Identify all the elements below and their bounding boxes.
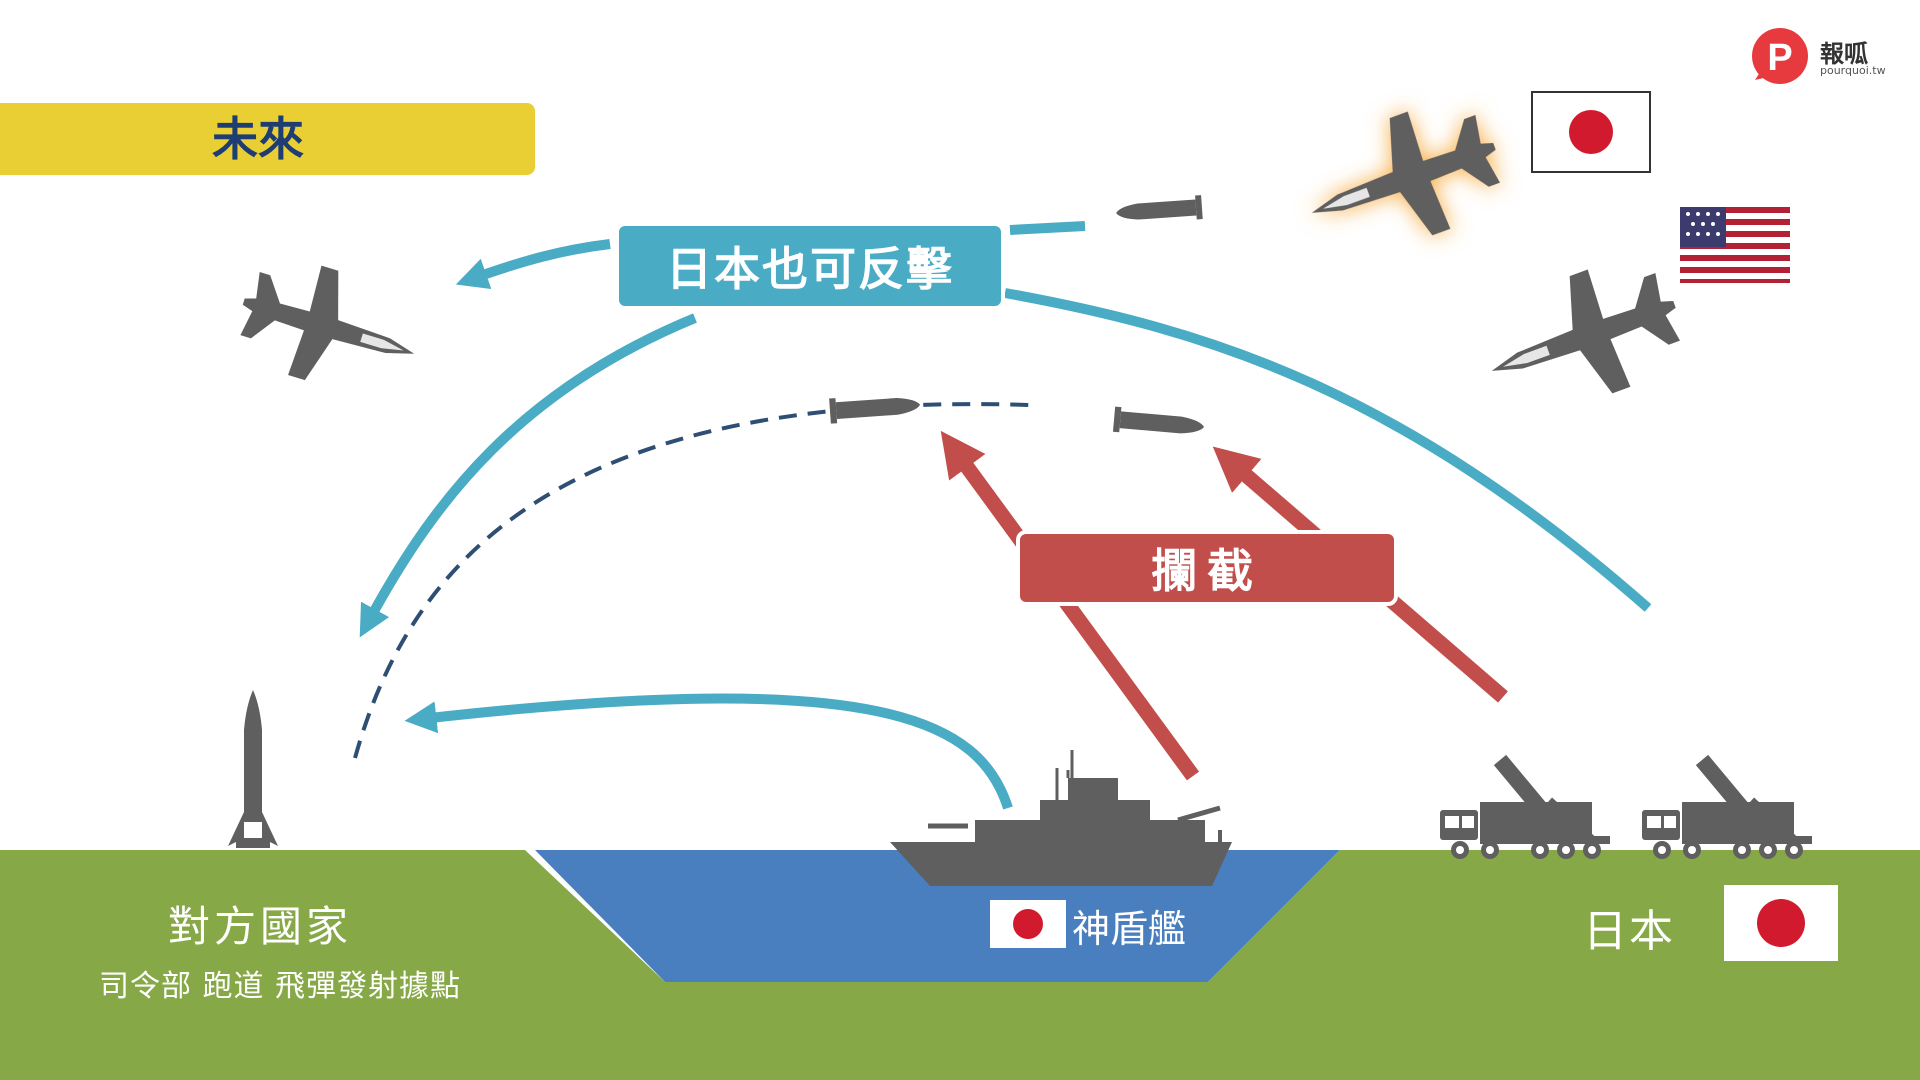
japan-label: 日本 xyxy=(1583,906,1675,957)
counterattack-arrow-fighter xyxy=(480,221,1086,276)
us-fighter-icon xyxy=(1470,245,1696,430)
counterattack-arrow-from-japan xyxy=(1004,288,1652,612)
counterattack-arrow-from-ship xyxy=(404,693,1013,810)
logo-domain: pourquoi.tw xyxy=(1820,64,1886,77)
ballistic-missile-icon xyxy=(228,690,278,848)
counterattack-arrow-missile-site xyxy=(359,313,697,638)
missile-launcher-truck-icon xyxy=(1642,760,1812,859)
japan-flag-icon xyxy=(1531,91,1651,173)
japan-fighter-icon xyxy=(1290,87,1516,272)
missile-trajectory xyxy=(353,402,1031,759)
enemy-land xyxy=(0,850,1920,1080)
missile-icon xyxy=(829,392,921,424)
japan-flag-icon xyxy=(990,900,1066,948)
aegis-ship-icon xyxy=(890,750,1232,886)
missile-launcher-truck-icon xyxy=(1440,760,1610,859)
intercept-label: 攔截 xyxy=(1016,530,1398,606)
logo-icon: P xyxy=(1752,28,1808,84)
missile-icon xyxy=(1115,195,1203,226)
missile-icon xyxy=(1112,406,1206,440)
logo-mark: P xyxy=(1767,37,1792,79)
era-label: 未來 xyxy=(0,103,535,175)
counterattack-label: 日本也可反擊 xyxy=(615,222,1005,310)
aegis-ship-label: 神盾艦 xyxy=(1072,907,1187,951)
enemy-targets-label: 司令部 跑道 飛彈發射據點 xyxy=(98,969,462,1004)
intercept-arrow-ship xyxy=(940,430,1200,781)
enemy-fighter-icon xyxy=(227,246,431,409)
japan-flag-icon xyxy=(1724,885,1838,961)
enemy-country-label: 對方國家 xyxy=(167,902,352,951)
logo-name: 報呱 xyxy=(1820,40,1868,68)
us-flag-icon xyxy=(1680,207,1790,283)
